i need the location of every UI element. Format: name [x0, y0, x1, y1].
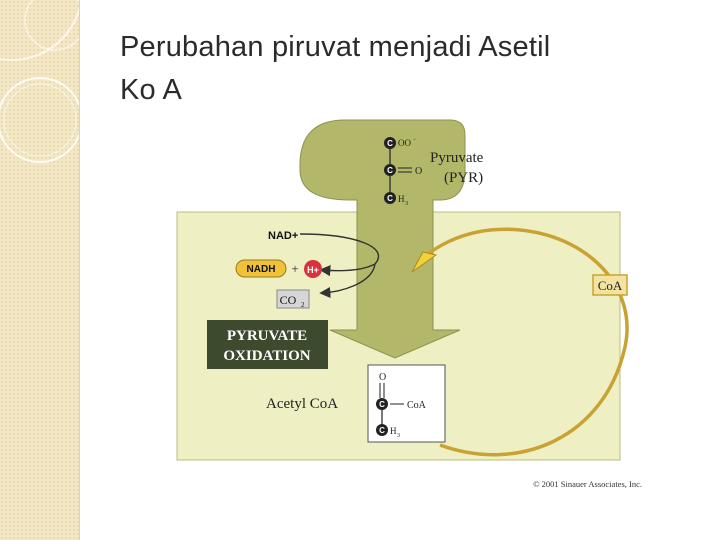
conversion-arrow [299, 119, 466, 359]
process-label-line-2: OXIDATION [223, 348, 310, 364]
h-plus-badge [304, 260, 322, 278]
decorative-circles [0, 0, 79, 163]
acetyl-coa-molecule: O C C CoA H 3 [376, 372, 427, 439]
methyl-hydrogen: H [398, 194, 405, 204]
carbon-symbol-1: C [387, 139, 393, 148]
nad-plus-label: NAD+ [268, 230, 298, 242]
decorative-sidebar [0, 0, 80, 540]
carbon-atom-2 [384, 164, 396, 176]
nadh-label: NADH [247, 264, 276, 275]
process-label-box [207, 320, 328, 369]
co2-subscript: 2 [301, 301, 305, 309]
carboxylate-charge: − [413, 137, 417, 143]
acetyl-carbon-symbol-2: C [379, 426, 385, 435]
acetyl-carbon-symbol-1: C [379, 400, 385, 409]
acetyl-coa-group: CoA [407, 400, 427, 411]
acetyl-coa-label: Acetyl CoA [266, 396, 338, 412]
carbon-symbol-2: C [387, 166, 393, 175]
coa-tag-box [592, 274, 628, 296]
pyruvate-oxidation-diagram: C C C OO − O H 3 Pyruvate (PYR) CoA NAD+… [176, 119, 642, 489]
pyruvate-label: Pyruvate [430, 150, 484, 166]
acetyl-oxygen: O [379, 372, 386, 383]
nadh-badge [235, 259, 287, 278]
methyl-subscript: 3 [405, 201, 408, 207]
carbon-atom-3 [384, 192, 396, 204]
acetyl-carbon-2 [376, 424, 388, 436]
slide-title-line-1: Perubahan piruvat menjadi Asetil [120, 31, 551, 63]
co2-label: CO [280, 293, 297, 307]
acetyl-methyl-hydrogen: H [390, 426, 397, 436]
plus-sign: + [291, 261, 298, 276]
carbon-atom-1 [384, 137, 396, 149]
carbon-symbol-3: C [387, 194, 393, 203]
carboxylate-group: OO [398, 138, 411, 148]
copyright-notice: © 2001 Sinauer Associates, Inc. [533, 479, 642, 489]
h-plus-label: H+ [307, 265, 319, 275]
slide-title-line-2: Ko A [120, 74, 183, 106]
coa-arrowhead [411, 251, 438, 273]
pyruvate-abbrev-label: (PYR) [444, 170, 483, 186]
process-label-line-1: PYRUVATE [227, 328, 307, 344]
acetyl-carbon-1 [376, 398, 388, 410]
coa-tag: CoA [598, 278, 623, 293]
co2-box [276, 289, 310, 309]
slide-title: Perubahan piruvat menjadi Asetil Ko A [120, 26, 680, 112]
acetyl-methyl-subscript: 3 [397, 433, 400, 439]
carbonyl-oxygen: O [415, 166, 422, 177]
pyruvate-molecule: C C C OO − O H 3 [384, 137, 422, 207]
